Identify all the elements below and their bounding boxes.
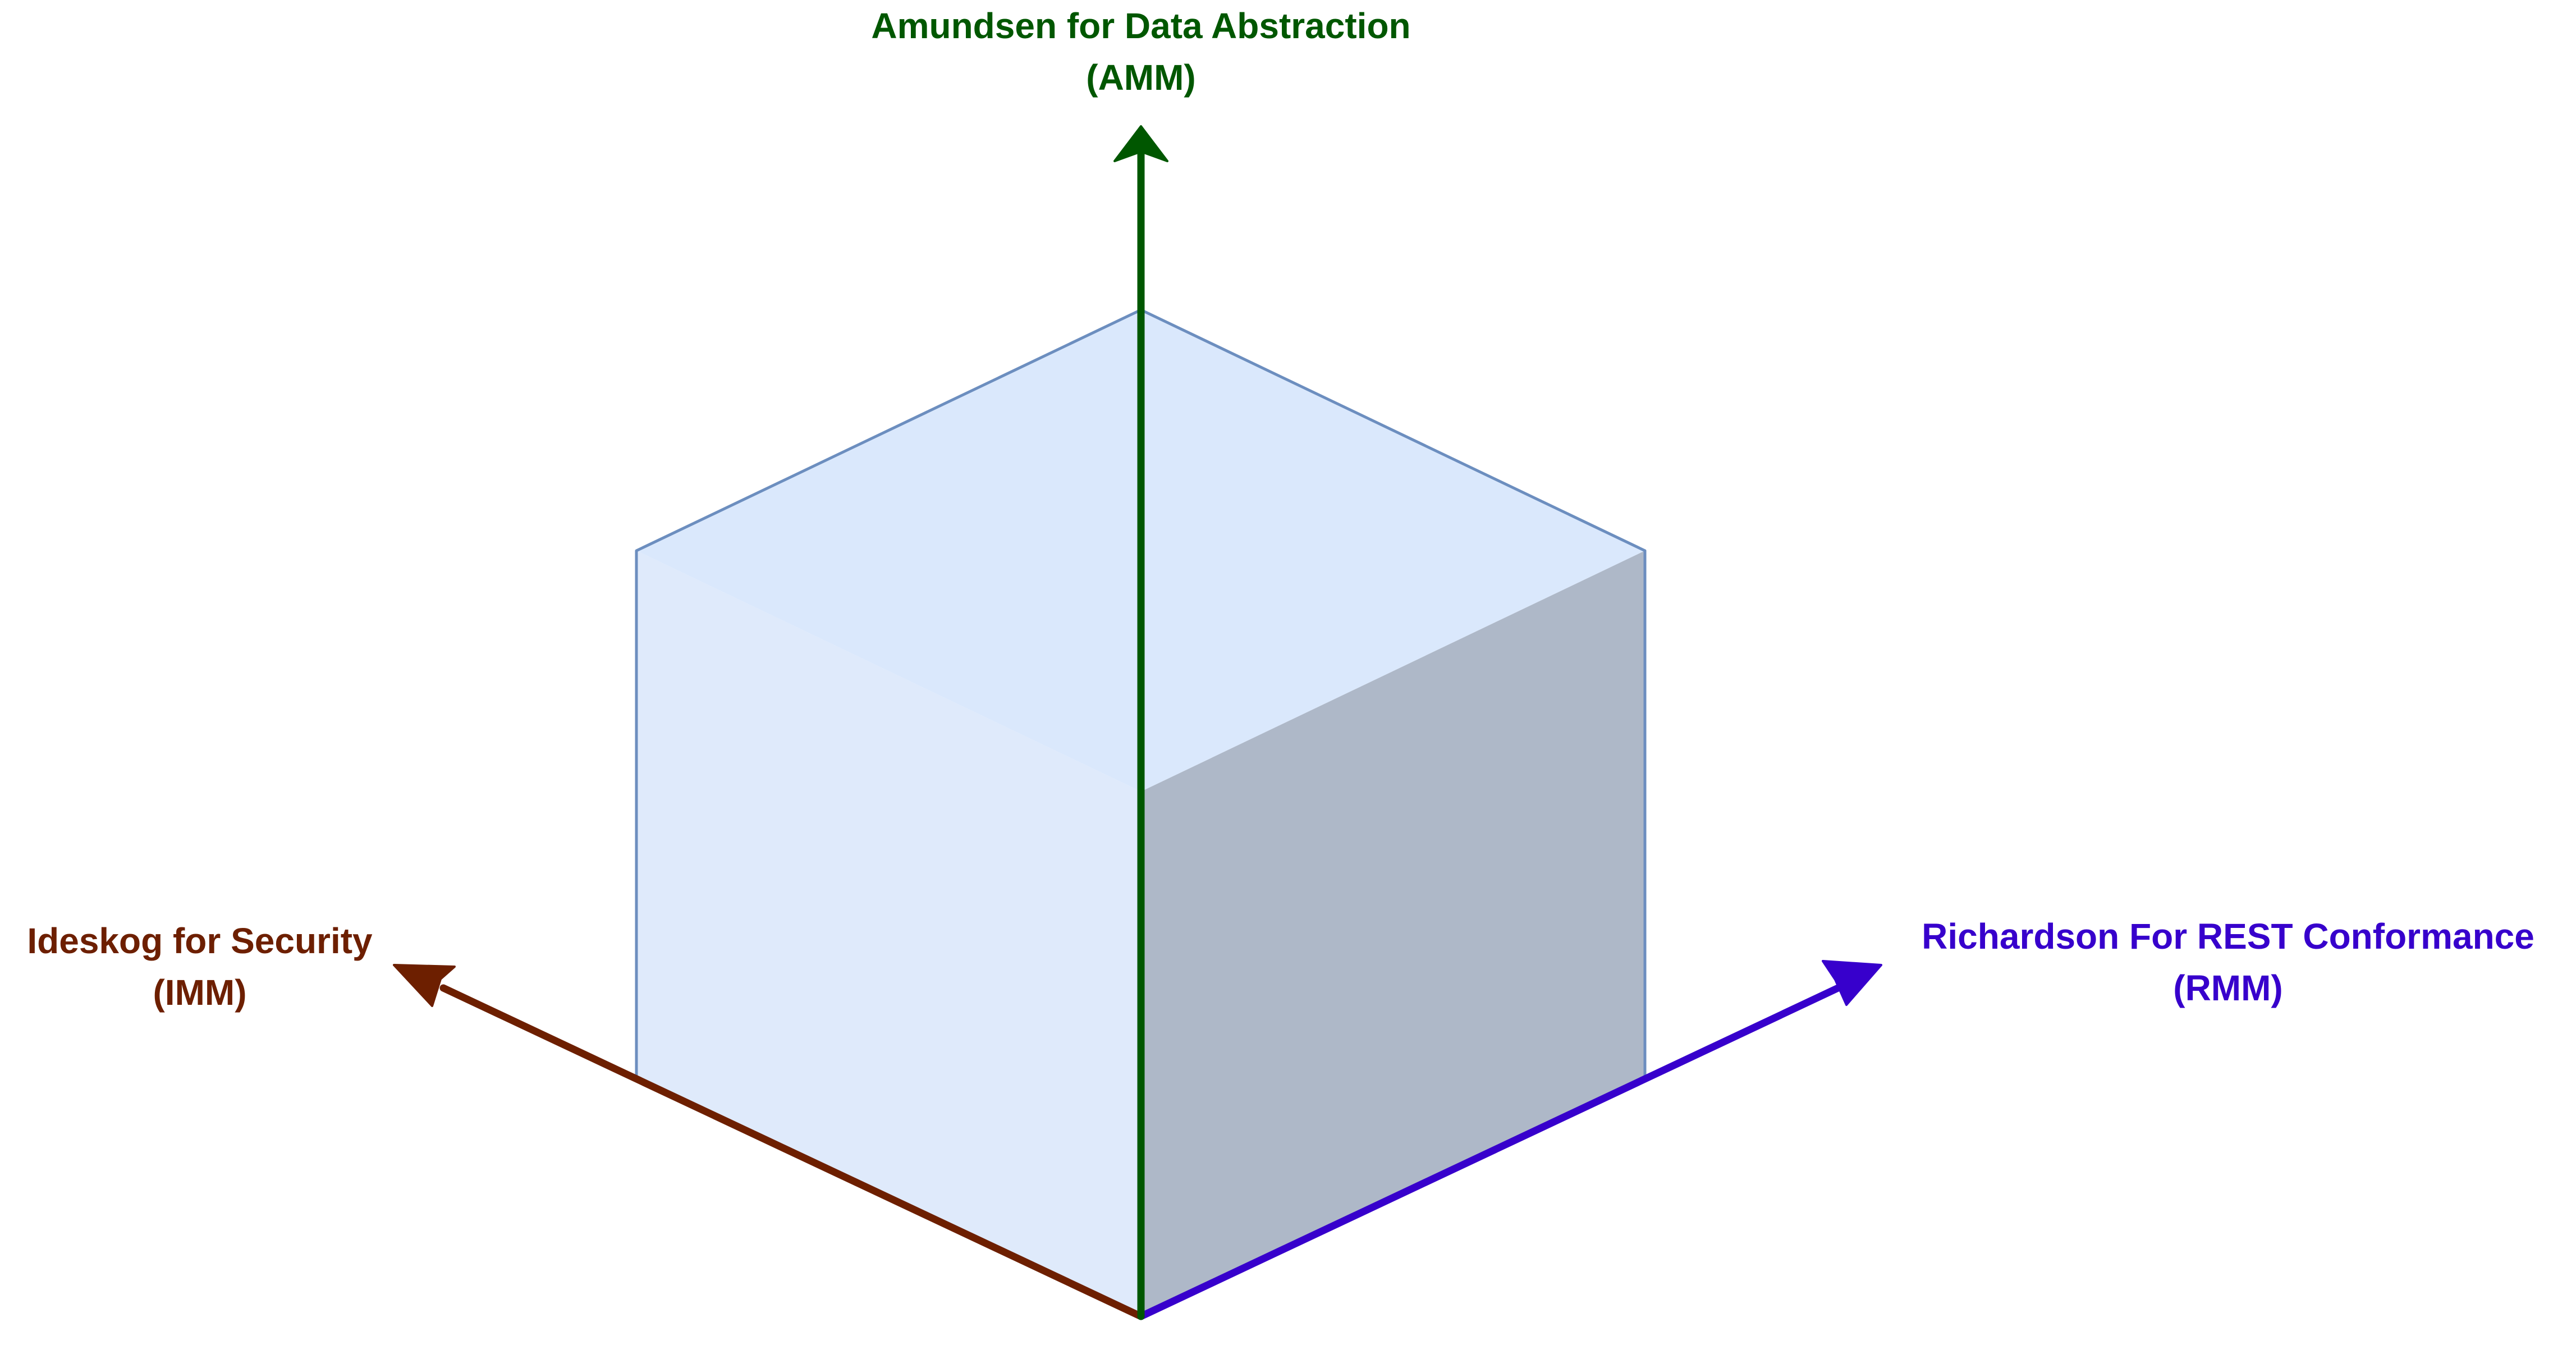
right-axis-title-line1: Richardson For REST Conformance: [1922, 916, 2534, 957]
right-axis-line: [1137, 984, 1842, 1320]
left-axis-arrowhead: [393, 964, 456, 1007]
left-axis-title-line1: Ideskog for Security: [27, 921, 373, 961]
right-axis-arrowhead: [1822, 960, 1882, 1006]
cube-right-face: [1141, 551, 1645, 1316]
vertical-axis-title-line2: (AMM): [1086, 57, 1195, 98]
right-axis: [1137, 960, 1882, 1320]
cube: [635, 308, 1647, 1316]
left-axis-line: [439, 984, 1145, 1320]
vertical-axis-arrowhead: [1113, 125, 1168, 162]
left-axis-title-line2: (IMM): [153, 972, 246, 1013]
left-axis: [393, 964, 1145, 1320]
vertical-axis: [1113, 125, 1168, 1320]
cube-left-face: [636, 551, 1141, 1316]
right-axis-title-line2: (RMM): [2173, 968, 2282, 1008]
vertical-axis-title-line1: Amundsen for Data Abstraction: [871, 6, 1410, 46]
